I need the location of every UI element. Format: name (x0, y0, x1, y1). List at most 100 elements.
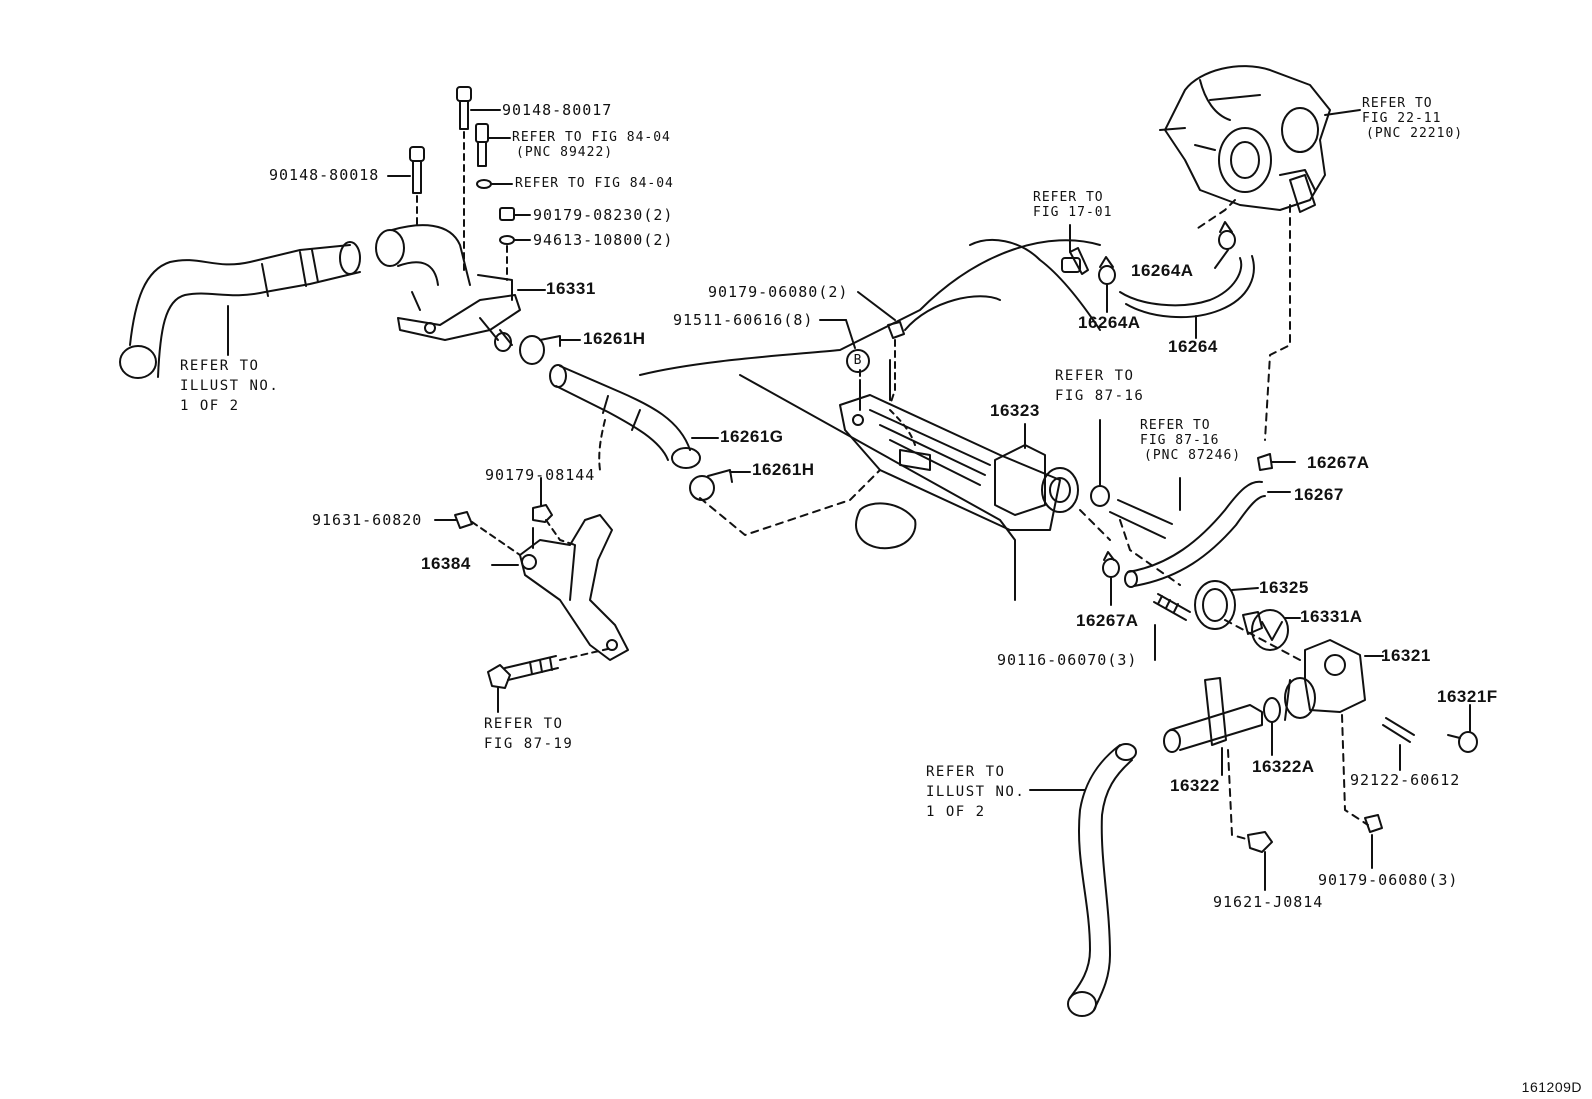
note-fig-87-19: REFER TO FIG 87-19 (484, 714, 573, 754)
note-fig-84-04-line1: REFER TO FIG 84-04 (512, 130, 671, 145)
washer-94613-10800 (499, 235, 531, 281)
note-illust-right-line1: REFER TO (926, 764, 1006, 780)
label-90148-80018: 90148-80018 (269, 166, 380, 184)
note-fig-17-01-line1: REFER TO (1033, 190, 1104, 205)
note-fig-84-04-line2: (PNC 89422) (516, 145, 614, 160)
stud-91511-60616 (819, 319, 861, 401)
note-fig-22-11-line3: (PNC 22210) (1366, 126, 1464, 141)
union-17-01 (1061, 224, 1089, 275)
water-outlet-16331 (375, 224, 546, 352)
nut-90179-08230 (499, 207, 531, 221)
callout-b-letter: B (853, 353, 863, 368)
note-fig-87-16-right-line1: REFER TO (1140, 418, 1211, 433)
note-illust-right: REFER TO ILLUST NO. 1 OF 2 (926, 762, 1025, 822)
label-94613-10800: 94613-10800(2) (533, 231, 674, 249)
figure-id: 161209D (1521, 1079, 1582, 1095)
bolt-90148-80018 (387, 146, 425, 229)
label-16384: 16384 (421, 554, 471, 573)
water-pipe-16322 (1163, 677, 1263, 841)
bolt-91621-j0814 (1247, 831, 1273, 891)
intake-manifold (639, 239, 1101, 601)
water-inlet-16321 (1224, 619, 1384, 826)
nut-90179-08144 (532, 477, 576, 546)
note-fig-87-16-right-line2: FIG 87-16 (1140, 433, 1220, 448)
label-16264a-upper: 16264A (1131, 261, 1194, 280)
note-fig-22-11-line1: REFER TO (1362, 96, 1433, 111)
note-illust-left: REFER TO ILLUST NO. 1 OF 2 (180, 356, 279, 416)
note-fig-17-01: REFER TO FIG 17-01 (1033, 190, 1112, 220)
label-16325: 16325 (1259, 578, 1309, 597)
hose-16264 (1119, 255, 1255, 339)
hose-16267 (1109, 477, 1291, 588)
clamp-16267a-left (1090, 419, 1110, 507)
note-fig-87-16-left-line2: FIG 87-16 (1055, 388, 1145, 404)
nut-90179-06080-3 (1364, 814, 1383, 869)
throttle-body (1159, 65, 1361, 441)
label-90179-06080-3: 90179-06080(3) (1318, 871, 1459, 889)
label-16322: 16322 (1170, 776, 1220, 795)
note-fig-87-19-line2: FIG 87-19 (484, 736, 574, 752)
label-91621-j0814: 91621-J0814 (1213, 893, 1324, 911)
note-illust-left-line3: 1 OF 2 (180, 398, 240, 414)
left-radiator-hose (119, 241, 361, 379)
washer-84-04 (476, 179, 513, 189)
note-fig-22-11: REFER TO FIG 22-11 (PNC 22210) (1362, 96, 1463, 141)
label-16267a-lower: 16267A (1076, 611, 1139, 630)
o-ring-16322a (1263, 697, 1281, 756)
label-90148-80017: 90148-80017 (502, 101, 613, 119)
hose-16261g (549, 364, 719, 471)
label-16323: 16323 (990, 401, 1040, 420)
label-91631-60820: 91631-60820 (312, 511, 423, 529)
bracket-16384 (491, 514, 629, 661)
stud-90116-06070 (1153, 593, 1191, 661)
bolt-16321f (1447, 704, 1478, 753)
label-16261h-lower: 16261H (752, 460, 815, 479)
note-fig-84-04-pnc: REFER TO FIG 84-04 (PNC 89422) (512, 130, 671, 160)
note-fig-87-16-left-line1: REFER TO (1055, 368, 1135, 384)
label-16261h-upper: 16261H (583, 329, 646, 348)
clamp-16261h-lower (689, 469, 751, 501)
clamp-16261h-upper (519, 335, 581, 365)
label-16331: 16331 (546, 279, 596, 298)
note-illust-left-line1: REFER TO (180, 358, 260, 374)
note-fig-84-04-washer: REFER TO FIG 84-04 (515, 176, 674, 191)
label-90116-06070: 90116-06070(3) (997, 651, 1138, 669)
note-fig-87-16-right: REFER TO FIG 87-16 (PNC 87246) (1140, 418, 1241, 463)
bolt-87-19 (487, 647, 613, 713)
right-radiator-hose (1029, 743, 1137, 1017)
label-92122-60612: 92122-60612 (1350, 771, 1461, 789)
sensor-89422 (475, 123, 511, 167)
note-fig-87-19-line1: REFER TO (484, 716, 564, 732)
clamp-16267a-lower (1102, 551, 1120, 606)
clamp-16264a-lower (1098, 256, 1116, 313)
gasket-plate (839, 394, 1061, 531)
idle-air-control-16323 (994, 423, 1079, 516)
callout-circle-b (846, 349, 870, 373)
note-illust-left-line2: ILLUST NO. (180, 378, 280, 394)
gasket-16325 (1194, 580, 1259, 630)
label-91511-60616: 91511-60616(8) (673, 311, 814, 329)
clamp-16264a-upper (1214, 221, 1236, 269)
label-16331a: 16331A (1300, 607, 1363, 626)
assembly-guide-lines (699, 469, 1181, 586)
bolt-90148-80017 (456, 86, 501, 271)
label-16321: 16321 (1381, 646, 1431, 665)
label-90179-06080-2: 90179-06080(2) (708, 283, 849, 301)
note-fig-17-01-line2: FIG 17-01 (1033, 205, 1113, 220)
label-16267a-upper: 16267A (1307, 453, 1370, 472)
nut-90179-06080-2 (857, 291, 905, 406)
thermostat-16331a (1242, 609, 1301, 651)
label-90179-08144: 90179-08144 (485, 466, 596, 484)
clamp-16267a-upper (1257, 453, 1296, 471)
note-fig-87-16-right-line3: (PNC 87246) (1144, 448, 1242, 463)
label-16321f: 16321F (1437, 687, 1498, 706)
note-illust-right-line2: ILLUST NO. (926, 784, 1026, 800)
note-illust-right-line3: 1 OF 2 (926, 804, 986, 820)
note-fig-87-16-left: REFER TO FIG 87-16 (1055, 366, 1144, 406)
label-16267: 16267 (1294, 485, 1344, 504)
stud-92122-60612 (1382, 717, 1415, 771)
bolt-91631-60820 (434, 511, 521, 556)
label-16261g: 16261G (720, 427, 784, 446)
